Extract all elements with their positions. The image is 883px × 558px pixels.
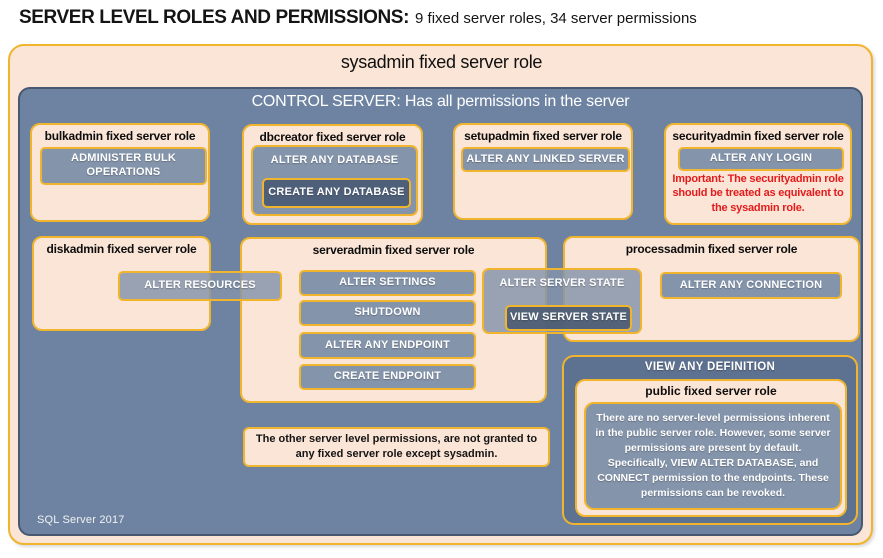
alter-any-database-permission: ALTER ANY DATABASE CREATE ANY DATABASE bbox=[251, 145, 418, 216]
bulkadmin-role-box: bulkadmin fixed server role ADMINISTER B… bbox=[30, 123, 210, 222]
diskadmin-role-title: diskadmin fixed server role bbox=[46, 242, 197, 256]
alter-resources-permission: ALTER RESOURCES bbox=[118, 271, 282, 301]
view-any-definition-box: VIEW ANY DEFINITION public fixed server … bbox=[562, 355, 858, 525]
processadmin-role-title: processadmin fixed server role bbox=[625, 242, 798, 256]
alter-any-login-permission: ALTER ANY LOGIN bbox=[678, 147, 844, 171]
dbcreator-role-title: dbcreator fixed server role bbox=[259, 130, 406, 144]
bulkadmin-role-title: bulkadmin fixed server role bbox=[44, 129, 196, 143]
page-title-subtitle: 9 fixed server roles, 34 server permissi… bbox=[415, 10, 697, 27]
alter-any-database-label: ALTER ANY DATABASE bbox=[270, 154, 399, 166]
public-role-title: public fixed server role bbox=[645, 384, 777, 398]
securityadmin-role-title: securityadmin fixed server role bbox=[672, 129, 844, 143]
public-role-note: There are no server-level permissions in… bbox=[584, 402, 842, 510]
alter-server-state-permission: ALTER SERVER STATE VIEW SERVER STATE bbox=[482, 268, 642, 334]
alter-any-endpoint-permission: ALTER ANY ENDPOINT bbox=[299, 332, 476, 359]
serveradmin-role-title: serveradmin fixed server role bbox=[312, 243, 475, 257]
page-title: SERVER LEVEL ROLES AND PERMISSIONS: 9 fix… bbox=[19, 7, 697, 29]
control-server-title: CONTROL SERVER: Has all permissions in t… bbox=[251, 93, 630, 110]
securityadmin-role-box: securityadmin fixed server role ALTER AN… bbox=[664, 123, 852, 225]
sysadmin-role-title: sysadmin fixed server role bbox=[340, 52, 543, 72]
create-any-database-permission: CREATE ANY DATABASE bbox=[262, 178, 411, 208]
alter-any-connection-permission: ALTER ANY CONNECTION bbox=[660, 272, 842, 299]
create-endpoint-permission: CREATE ENDPOINT bbox=[299, 364, 476, 390]
securityadmin-warning-text: Important: The securityadmin role should… bbox=[672, 173, 844, 214]
view-server-state-permission: VIEW SERVER STATE bbox=[505, 305, 632, 331]
alter-server-state-label: ALTER SERVER STATE bbox=[499, 277, 625, 289]
setupadmin-role-title: setupadmin fixed server role bbox=[464, 129, 622, 143]
serveradmin-role-box: serveradmin fixed server role ALTER SETT… bbox=[240, 237, 547, 403]
public-role-box: public fixed server role There are no se… bbox=[575, 379, 847, 517]
sql-server-version-label: SQL Server 2017 bbox=[37, 514, 125, 526]
page-title-main: SERVER LEVEL ROLES AND PERMISSIONS: bbox=[19, 7, 410, 28]
alter-settings-permission: ALTER SETTINGS bbox=[299, 270, 476, 296]
dbcreator-role-box: dbcreator fixed server role ALTER ANY DA… bbox=[242, 124, 423, 225]
view-any-definition-label: VIEW ANY DEFINITION bbox=[644, 361, 776, 373]
shutdown-permission: SHUTDOWN bbox=[299, 300, 476, 326]
other-permissions-note: The other server level permissions, are … bbox=[243, 427, 550, 467]
setupadmin-role-box: setupadmin fixed server role ALTER ANY L… bbox=[453, 123, 633, 220]
administer-bulk-operations-permission: ADMINISTER BULK OPERATIONS bbox=[40, 147, 207, 185]
alter-any-linked-server-permission: ALTER ANY LINKED SERVER bbox=[461, 147, 630, 172]
